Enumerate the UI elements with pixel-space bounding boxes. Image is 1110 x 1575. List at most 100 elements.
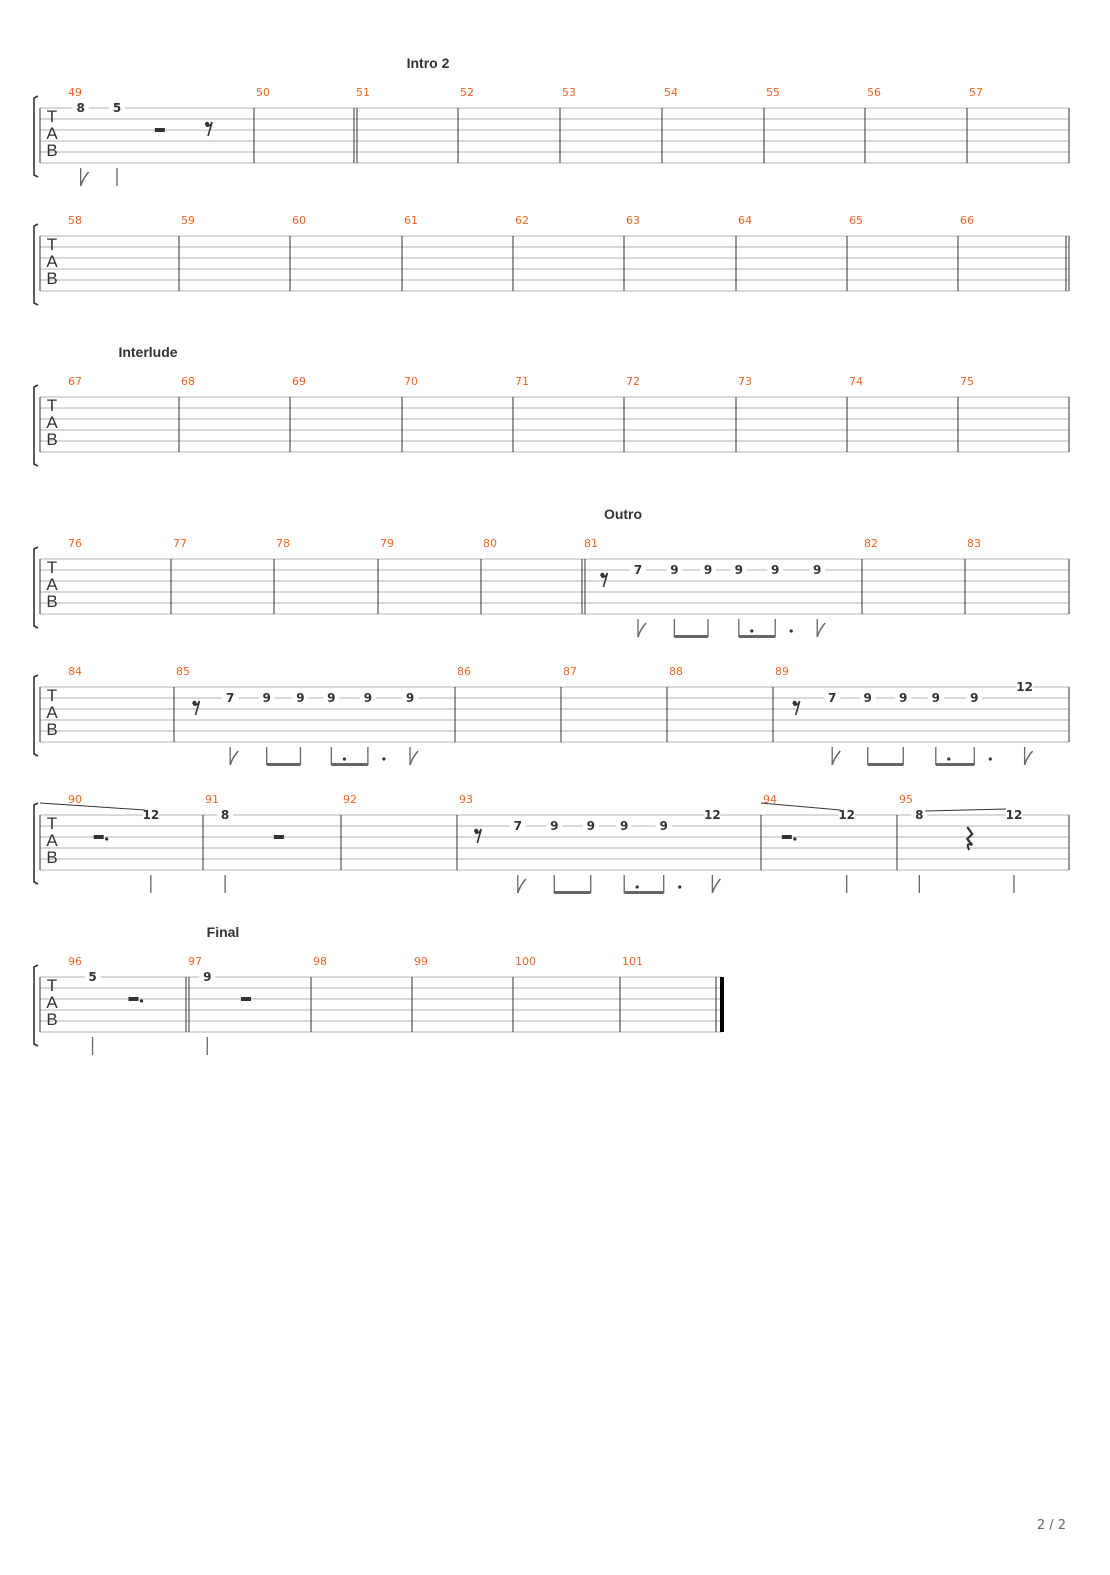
rest-dot [793, 837, 797, 841]
fret-number: 7 [226, 691, 234, 705]
tab-clef-letter: T [47, 814, 57, 833]
measure-number: 69 [292, 375, 306, 388]
tab-clef-letter: B [46, 269, 57, 288]
measure-number: 92 [343, 793, 357, 806]
note-flag [1023, 750, 1034, 766]
note-flag [409, 750, 419, 766]
fret-number: 12 [1016, 680, 1033, 694]
fret-background [199, 970, 216, 983]
measure-number: 68 [181, 375, 195, 388]
system-bracket [33, 223, 39, 306]
measure-number: 79 [380, 537, 394, 550]
page-number: 2 / 2 [1036, 1518, 1066, 1533]
measure-number: 60 [292, 214, 306, 227]
measure-number: 78 [276, 537, 290, 550]
half-rest [273, 835, 284, 839]
note-flag [711, 878, 721, 894]
rest-dot [139, 999, 144, 1003]
tab-clef-letter: T [47, 396, 57, 415]
measure-number: 85 [176, 665, 190, 678]
fret-number: 8 [76, 101, 84, 115]
fret-number: 8 [221, 808, 229, 822]
fret-number: 9 [550, 819, 558, 833]
tab-clef-letter: A [46, 703, 58, 722]
fret-background [509, 819, 526, 832]
eighth-rest [793, 700, 801, 716]
measure-number: 74 [849, 375, 863, 388]
fret-number: 9 [587, 819, 595, 833]
tab-clef-letter: A [46, 993, 58, 1012]
measure-number: 75 [960, 375, 974, 388]
note-beam [674, 635, 708, 638]
tab-clef-letter: B [46, 141, 57, 160]
fret-number: 9 [932, 691, 940, 705]
section-label: Outro [604, 506, 642, 522]
measure-number: 49 [68, 86, 82, 99]
tab-clef-letter: B [46, 1010, 57, 1029]
fret-number: 9 [735, 563, 743, 577]
measure-number: 84 [68, 665, 82, 678]
fret-background [927, 691, 944, 704]
eighth-rest [792, 700, 797, 706]
fret-background [824, 691, 841, 704]
half-rest [241, 997, 251, 1001]
note-beam [624, 891, 664, 894]
fret-number: 9 [203, 970, 211, 984]
fret-number: 9 [864, 691, 872, 705]
fret-background [582, 819, 599, 832]
fret-number: 9 [620, 819, 628, 833]
duration-dot [750, 629, 754, 633]
fret-background [258, 691, 275, 704]
fret-number: 12 [704, 808, 721, 822]
measure-number: 96 [68, 955, 82, 968]
eighth-rest [600, 572, 605, 578]
fret-background [767, 563, 784, 576]
fret-number: 7 [828, 691, 836, 705]
fret-background [1005, 808, 1022, 821]
fret-number: 12 [142, 808, 159, 822]
eighth-rest [192, 700, 197, 706]
fret-background [655, 819, 672, 832]
duration-dot [678, 885, 682, 889]
measure-number: 90 [68, 793, 82, 806]
note-flag [229, 750, 239, 766]
measure-number: 63 [626, 214, 640, 227]
tab-clef-letter: A [46, 124, 58, 143]
tab-clef-letter: B [46, 592, 57, 611]
measure-number: 80 [483, 537, 497, 550]
fret-number: 9 [771, 563, 779, 577]
measure-number: 95 [899, 793, 913, 806]
measure-number: 81 [584, 537, 598, 550]
section-label: Intro 2 [407, 55, 450, 71]
fret-background [730, 563, 747, 576]
duration-dot [789, 629, 793, 633]
duration-dot [947, 757, 951, 761]
fret-number: 5 [113, 101, 121, 115]
fret-background [292, 691, 309, 704]
tab-clef-letter: A [46, 575, 58, 594]
fret-background [859, 691, 876, 704]
fret-number: 12 [838, 808, 855, 822]
eighth-rest [193, 700, 201, 716]
tab-clef-letter: T [47, 235, 57, 254]
measure-number: 59 [181, 214, 195, 227]
duration-dot [988, 757, 992, 761]
measure-number: 70 [404, 375, 418, 388]
measure-number: 65 [849, 214, 863, 227]
fret-background [616, 819, 633, 832]
measure-number: 77 [173, 537, 187, 550]
note-beam [867, 763, 904, 766]
half-rest [781, 835, 792, 839]
duration-dot [635, 885, 639, 889]
measure-number: 57 [969, 86, 983, 99]
section-label: Interlude [118, 344, 177, 360]
measure-number: 55 [766, 86, 780, 99]
measure-number: 94 [763, 793, 777, 806]
fret-background [217, 808, 234, 821]
measure-number: 67 [68, 375, 82, 388]
